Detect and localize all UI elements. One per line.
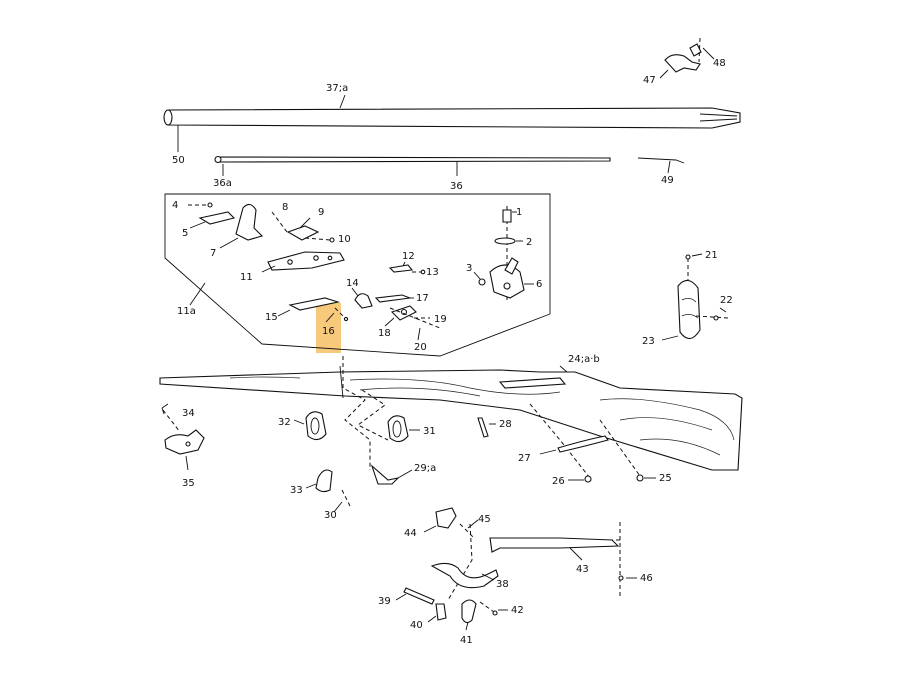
label-4: 4 <box>172 200 178 211</box>
label-11: 11 <box>240 272 253 283</box>
label-10: 10 <box>338 234 351 245</box>
label-16: 16 <box>322 326 335 337</box>
label-5: 5 <box>182 228 188 239</box>
label-18: 18 <box>378 328 391 339</box>
label-24ab: 24;a·b <box>568 354 600 365</box>
label-1: 1 <box>516 207 522 218</box>
label-22: 22 <box>720 295 733 306</box>
label-8: 8 <box>282 202 288 213</box>
part-23-cheekpiece <box>661 253 729 341</box>
label-23: 23 <box>642 336 655 347</box>
label-49: 49 <box>661 175 674 186</box>
label-36a: 36a <box>213 178 232 189</box>
lock-parts <box>188 202 534 341</box>
lock-assembly-box <box>164 193 551 357</box>
part-ramrod <box>214 155 611 176</box>
label-3: 3 <box>466 263 472 274</box>
label-11a: 11a <box>177 306 196 317</box>
label-46: 46 <box>640 573 653 584</box>
label-43: 43 <box>576 564 589 575</box>
highlight-label-16 <box>316 303 341 353</box>
label-17: 17 <box>416 293 429 304</box>
label-25: 25 <box>659 473 672 484</box>
label-15: 15 <box>265 312 278 323</box>
label-37a: 37;a <box>326 83 348 94</box>
label-47: 47 <box>643 75 656 86</box>
label-19: 19 <box>434 314 447 325</box>
label-39: 39 <box>378 596 391 607</box>
label-31: 31 <box>423 426 436 437</box>
lower-parts <box>161 403 656 631</box>
part-barrel <box>163 94 741 152</box>
label-50: 50 <box>172 155 185 166</box>
label-48: 48 <box>713 58 726 69</box>
part-48-47 <box>659 37 715 79</box>
label-36: 36 <box>450 181 463 192</box>
label-40: 40 <box>410 620 423 631</box>
label-41: 41 <box>460 635 473 646</box>
label-44: 44 <box>404 528 417 539</box>
label-12: 12 <box>402 251 415 262</box>
label-29a: 29;a <box>414 463 436 474</box>
label-35: 35 <box>182 478 195 489</box>
label-34: 34 <box>182 408 195 419</box>
part-labels: 48 47 37;a 50 36a 36 49 11a 4 5 7 8 9 10… <box>172 58 733 646</box>
label-32: 32 <box>278 417 291 428</box>
label-33: 33 <box>290 485 303 496</box>
label-28: 28 <box>499 419 512 430</box>
label-21: 21 <box>705 250 718 261</box>
label-13: 13 <box>426 267 439 278</box>
label-9: 9 <box>318 207 324 218</box>
label-20: 20 <box>414 342 427 353</box>
label-38: 38 <box>496 579 509 590</box>
label-2: 2 <box>526 237 532 248</box>
label-30: 30 <box>324 510 337 521</box>
label-7: 7 <box>210 248 216 259</box>
label-42: 42 <box>511 605 524 616</box>
label-14: 14 <box>346 278 359 289</box>
part-49 <box>637 157 685 174</box>
label-6: 6 <box>536 279 542 290</box>
part-stock <box>159 365 743 471</box>
label-27: 27 <box>518 453 531 464</box>
label-26: 26 <box>552 476 565 487</box>
label-45: 45 <box>478 514 491 525</box>
